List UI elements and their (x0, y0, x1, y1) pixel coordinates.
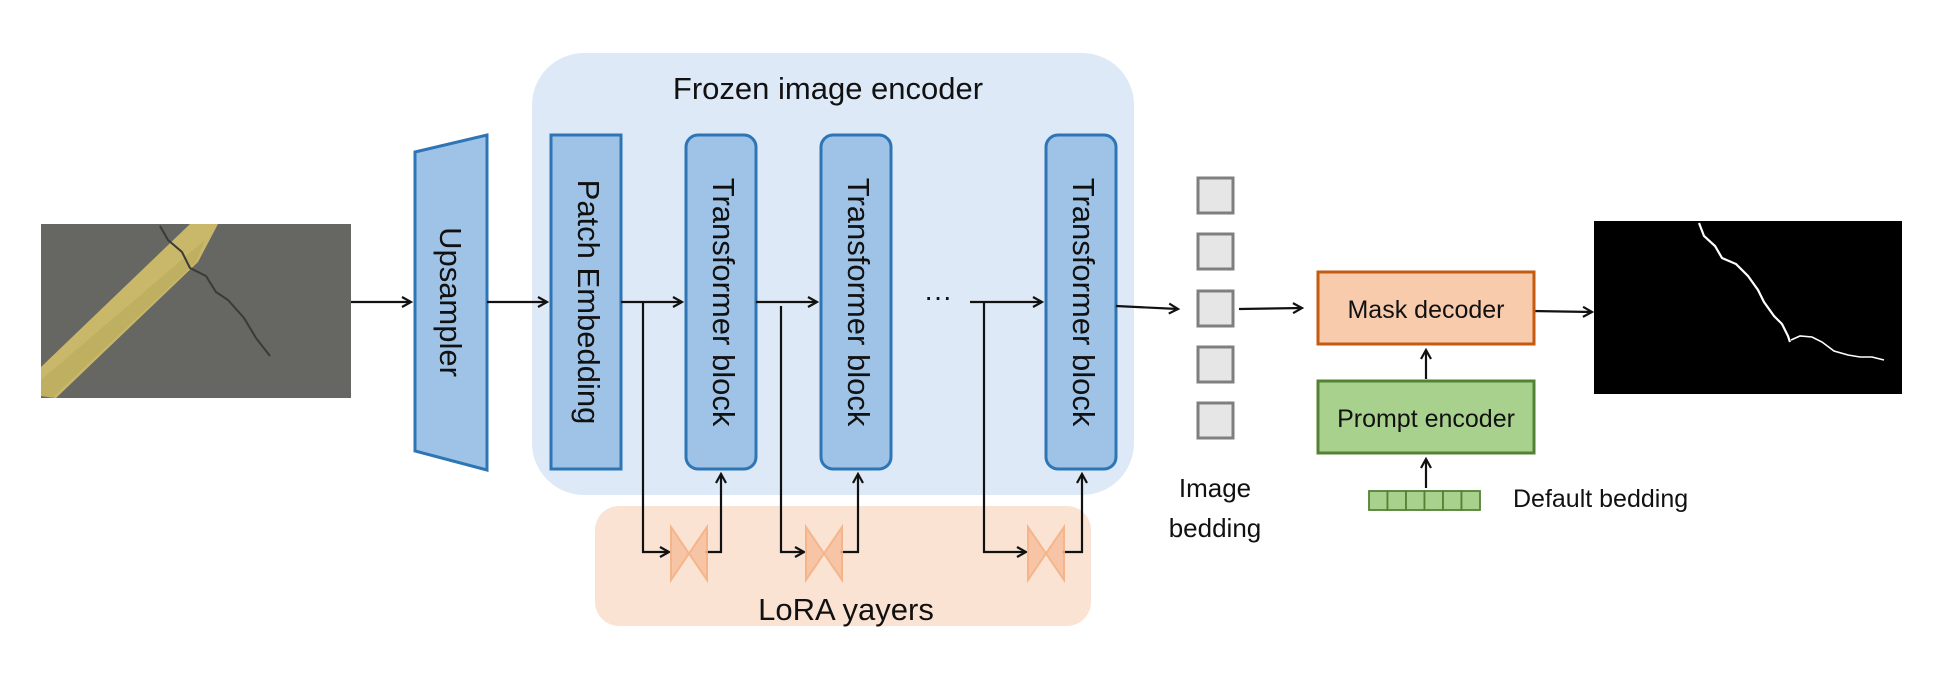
transformer-block-3 (1044, 133, 1118, 471)
lora-title: LoRA yayers (758, 592, 934, 627)
upsampler-block (413, 133, 489, 472)
image-embedding-tokens (1196, 176, 1235, 440)
transformer-block-1-label: Transformer block (706, 178, 741, 427)
upsampler-label: Upsampler (433, 227, 468, 377)
transformer-block-3-label: Transformer block (1066, 178, 1101, 427)
mask-decoder-block (1316, 270, 1536, 346)
input-road-image (41, 224, 351, 398)
lora-icon-3 (1027, 523, 1065, 584)
output-mask-image (1594, 221, 1902, 394)
main-flow-arrows (351, 302, 1592, 312)
lora-icon-2 (805, 523, 843, 584)
default-embedding-tokens (1368, 490, 1481, 511)
lora-icon-1 (670, 523, 708, 584)
encoder-title: Frozen image encoder (673, 71, 983, 106)
image-embedding-label-line1: Image (1179, 473, 1251, 503)
mask-decoder-label: Mask decoder (1347, 296, 1504, 324)
ellipsis-text: ··· (924, 281, 952, 312)
default-embedding-label: Default bedding (1513, 485, 1688, 513)
prompt-encoder-block (1316, 379, 1536, 455)
image-embedding-label-line2: bedding (1169, 513, 1262, 543)
prompt-encoder-label: Prompt encoder (1337, 405, 1515, 433)
patch-embedding-label: Patch Embedding (571, 180, 606, 425)
lora-branch-arrows (641, 302, 1082, 552)
transformer-block-2 (819, 133, 893, 471)
transformer-block-2-label: Transformer block (841, 178, 876, 427)
